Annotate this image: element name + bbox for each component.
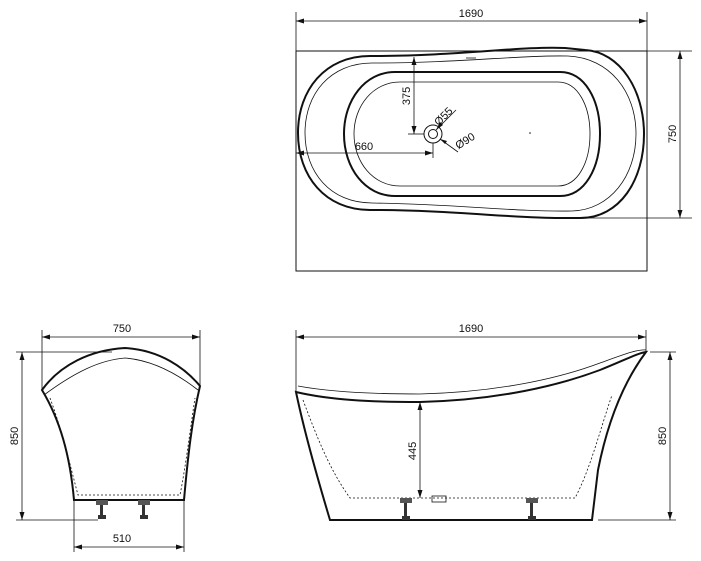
top-view: 1690 750 375 660 Ø55 Ø90 [295,8,692,272]
top-view-center-mark [529,132,531,134]
side-view: 1690 850 445 [294,323,676,521]
top-width-label: 750 [667,125,679,143]
top-view-frame [295,50,648,272]
end-height-label: 850 [9,427,21,445]
top-view-inner-rim [304,55,637,212]
top-view-basin-inner [353,81,591,187]
end-view-inner-dashed [49,397,196,496]
side-view-foot-right [526,498,538,503]
side-view-rim-line [297,349,647,395]
side-depth-label: 445 [407,442,419,460]
end-view-foot-right [138,500,150,505]
side-view-foot-left [400,498,412,503]
end-width-label: 750 [113,323,131,335]
end-view-rim-curve [43,357,199,396]
side-length-label: 1690 [459,323,483,335]
drain-660-label: 660 [355,141,373,153]
end-base-label: 510 [113,533,131,545]
end-view-body-outline [40,346,202,501]
drain-375-label: 375 [401,87,413,105]
drain-outer-diameter-label: Ø90 [453,131,477,152]
drain-inner-circle [428,129,438,139]
side-view-inner-dashed [302,394,613,499]
side-view-drain [431,495,447,503]
end-view-foot-left [96,500,108,505]
side-height-label: 850 [657,427,669,445]
end-view: 750 850 510 [9,323,202,552]
top-length-label: 1690 [459,8,483,20]
side-view-body-outline [294,350,649,521]
top-view-basin-outer [342,71,602,197]
